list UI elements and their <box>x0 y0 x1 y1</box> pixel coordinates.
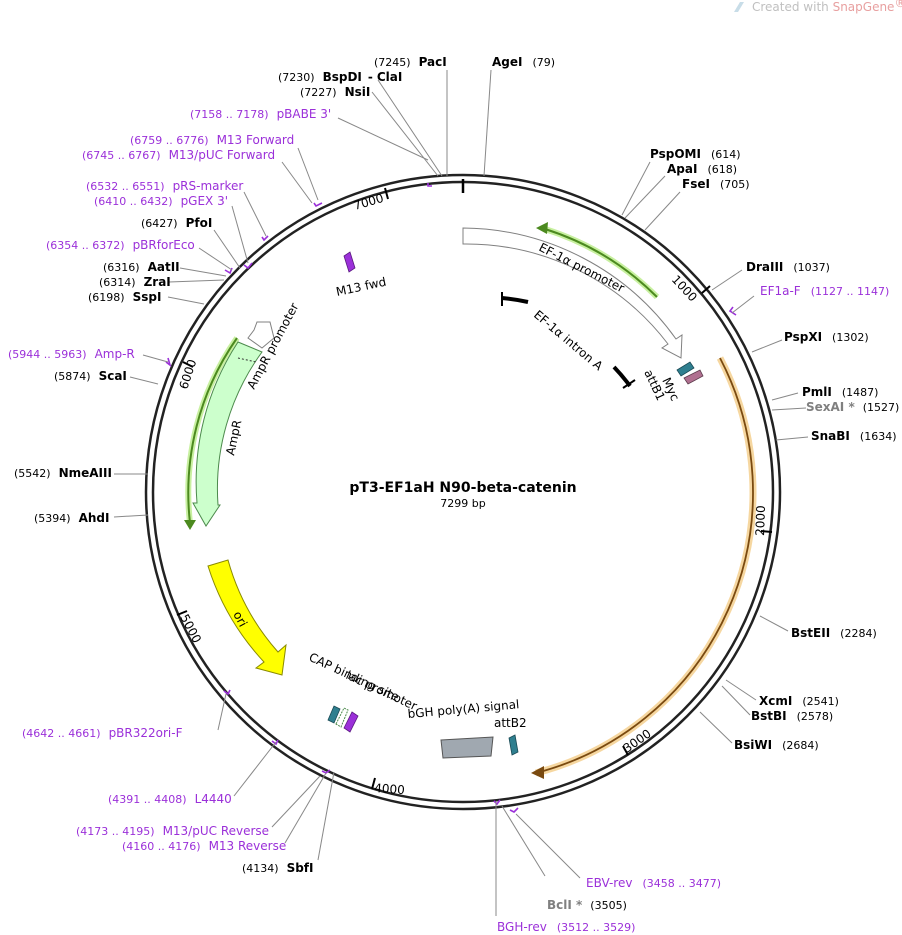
backbone-outer-ring <box>144 173 782 811</box>
tick-mark <box>622 745 629 756</box>
tick-mark <box>371 777 376 790</box>
feature-label-ampr-promoter: AmpR promoter <box>244 301 301 392</box>
enzyme-bsteii: BstEII(2284) <box>791 626 877 640</box>
enzyme-scai: (5874)ScaI <box>54 369 127 383</box>
tick-label-5000: 5000 <box>177 612 204 646</box>
enzyme-agei: AgeI(79) <box>492 55 555 69</box>
m13-rev-marker <box>343 711 359 733</box>
feature-label-attb2: attB2 <box>494 716 527 730</box>
ampr-gene-arrow <box>192 341 263 527</box>
enzyme-bstbi: BstBI(2578) <box>751 709 833 723</box>
primer-pbrforeco: (6354 .. 6372)pBRforEco <box>46 238 195 252</box>
orf-arc <box>535 357 754 774</box>
primer-pbr322ori-f: (4642 .. 4661)pBR322ori-F <box>22 726 183 740</box>
tick-mark <box>384 187 389 200</box>
enzyme-sexai: SexAI *(1527) <box>806 400 899 414</box>
primer-ef1a-f: EF1a-F(1127 .. 1147) <box>760 284 889 298</box>
primer-m13-puc-forward: (6745 .. 6767)M13/pUC Forward <box>82 148 275 162</box>
myc-marker <box>683 369 704 385</box>
enzyme-xcmi: XcmI(2541) <box>759 694 839 708</box>
bgh-polya-block <box>440 736 494 759</box>
enzyme-pmli: PmlI(1487) <box>802 385 878 399</box>
enzyme-draiii: DraIII(1037) <box>746 260 830 274</box>
feature-label-m13-fwd: M13 fwd <box>335 275 388 299</box>
tick-label-2000: 2000 <box>753 505 768 536</box>
tick-mark <box>701 285 711 294</box>
enzyme-nsii: (7227)NsiI <box>300 85 370 99</box>
ef1a-intron-bar-2 <box>612 365 632 388</box>
feature-label-ef1a-intron: EF-1α intron A <box>531 308 606 374</box>
svg-text:Created with SnapGene®: Created with SnapGene® <box>752 0 902 14</box>
plasmid-name: pT3-EF1aH N90-beta-catenin <box>349 480 576 496</box>
ef1a-intron-bar <box>501 296 529 304</box>
ampr-promoter-arrow <box>247 321 275 349</box>
primer-m13-forward: (6759 .. 6776)M13 Forward <box>130 133 294 147</box>
enzyme-apai: ApaI(618) <box>667 162 737 176</box>
primer-bgh-rev: BGH-rev(3512 .. 3529) <box>497 920 635 934</box>
enzyme-fsei: FseI(705) <box>682 177 750 191</box>
feature-label-ef1a-promoter: EF-1α promoter <box>537 240 627 295</box>
attb1-marker <box>676 361 695 377</box>
watermark-brand: SnapGene <box>833 0 895 14</box>
enzyme-sspi: (6198)SspI <box>88 290 161 304</box>
enzyme-pspomi: PspOMI(614) <box>650 147 741 161</box>
primer-m13-rev: (4160 .. 4176)M13 Reverse <box>122 839 286 853</box>
enzyme-bsiwi: BsiWI(2684) <box>734 738 819 752</box>
cap-site-marker <box>327 705 341 724</box>
watermark-registered: ® <box>894 0 902 10</box>
watermark-prefix: Created with <box>752 0 833 14</box>
plasmid-length: 7299 bp <box>440 497 485 510</box>
m13-fwd-marker <box>343 251 356 273</box>
ampr-green-arrowhead <box>184 520 196 530</box>
enzyme-paci: (7245)PacI <box>374 55 447 69</box>
primer-l4440: (4391 .. 4408)L4440 <box>108 792 232 806</box>
tick-label-4000: 4000 <box>374 781 405 797</box>
enzyme-pspxi: PspXI(1302) <box>784 330 869 344</box>
enzyme-bcli: BclI *(3505) <box>547 898 627 912</box>
snapgene-logo-icon <box>734 2 744 12</box>
enzyme-ahdi: (5394)AhdI <box>34 511 109 525</box>
enzyme-zrai: (6314)ZraI <box>99 275 171 289</box>
ef1a-intron-cap-2 <box>622 379 636 389</box>
ef1a-green-arc <box>544 228 658 298</box>
orf-arrowhead <box>531 766 544 779</box>
tick-mark <box>176 610 188 616</box>
primer-pbabe3: (7158 .. 7178)pBABE 3' <box>190 107 331 121</box>
enzyme-nmeaiii: (5542)NmeAIII <box>14 466 112 480</box>
feature-label-ori: ori <box>230 609 250 629</box>
attb2-marker <box>508 734 519 756</box>
tick-mark <box>760 530 773 533</box>
snapgene-watermark: Created with SnapGene® <box>734 0 902 14</box>
enzyme-pfoi: (6427)PfoI <box>141 216 212 230</box>
primer-ebv-rev: EBV-rev(3458 .. 3477) <box>586 876 721 890</box>
primer-pgex3: (6410 .. 6432)pGEX 3' <box>94 194 228 208</box>
primer-amp-r: (5944 .. 5963)Amp-R <box>8 347 135 361</box>
primer-m13-puc-rev: (4173 .. 4195)M13/pUC Reverse <box>76 824 269 838</box>
ef1a-promoter-arrow <box>462 227 683 359</box>
ef1a-green-arrowhead <box>536 222 548 234</box>
enzyme-bspdi-clai: (7230)BspDI-ClaI <box>278 70 402 84</box>
leader-lines <box>113 69 809 916</box>
enzyme-sbfi: (4134)SbfI <box>242 861 314 875</box>
enzyme-snabi: SnaBI(1634) <box>811 429 896 443</box>
tick-mark <box>182 361 194 368</box>
orf-highlight <box>535 356 757 777</box>
ampr-promoter-dash <box>237 357 257 363</box>
ori-arrow <box>207 559 287 676</box>
ampr-green-arc <box>187 337 238 524</box>
enzyme-aatii: (6316)AatII <box>103 260 180 274</box>
lac-promoter-marker <box>335 707 349 728</box>
primer-prs-marker: (6532 .. 6551)pRS-marker <box>86 179 243 193</box>
